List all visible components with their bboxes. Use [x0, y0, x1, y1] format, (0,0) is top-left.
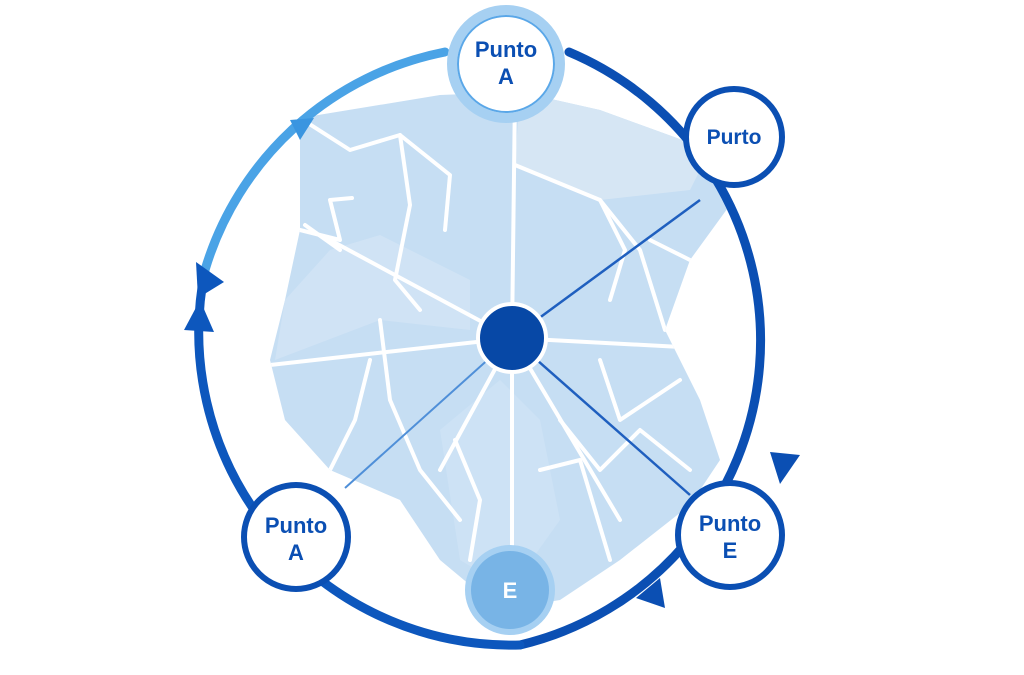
connector-bottom-right [511, 337, 691, 496]
node-bottom-right-sublabel: E [723, 538, 738, 563]
arrow-down-right [770, 452, 800, 484]
arrow-up-left-upper [196, 262, 224, 298]
node-bottom-right[interactable]: Punto E [675, 480, 785, 590]
node-top[interactable]: Punto A [447, 5, 565, 123]
connector-bottom-left [344, 337, 513, 489]
connector-top-right [511, 198, 701, 340]
arrow-top-left [290, 118, 314, 140]
hub-node [476, 302, 548, 374]
node-top-sublabel: A [498, 64, 514, 89]
node-top-right[interactable]: Purto [683, 86, 785, 188]
arrow-up-left-lower [184, 300, 214, 332]
node-bottom-label: E [503, 578, 518, 603]
node-bottom[interactable]: E [465, 545, 555, 635]
map-district-left [275, 235, 470, 360]
map-district-top-right [515, 92, 710, 200]
node-bottom-left-sublabel: A [288, 540, 304, 565]
node-top-right-label: Purto [707, 126, 762, 149]
arrow-bottom-left [636, 578, 665, 608]
hub-connectors [344, 198, 701, 496]
ring-segment-right [515, 47, 766, 650]
node-bottom-left-label: Punto [265, 513, 327, 538]
node-bottom-right-label: Punto [699, 511, 761, 536]
direction-arrows [184, 118, 800, 608]
node-top-label: Punto [475, 37, 537, 62]
map-district-bottom [440, 380, 560, 590]
node-bottom-left[interactable]: Punto A [241, 482, 351, 592]
